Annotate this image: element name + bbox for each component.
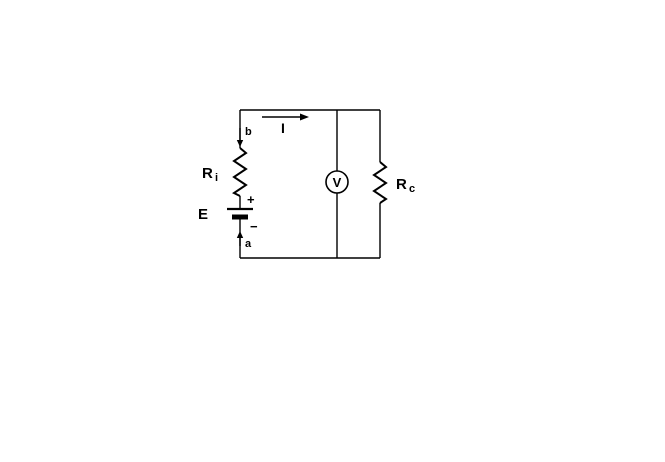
label-current: I	[281, 120, 285, 136]
label-node-a: a	[245, 238, 252, 250]
resistor-rc-zigzag	[372, 161, 388, 204]
current-arrow-head	[300, 113, 309, 121]
node-a-arrow-head	[236, 231, 244, 238]
label-rc-sub: c	[409, 183, 415, 195]
label-rc-main: R	[396, 176, 407, 193]
label-ri-sub: i	[215, 172, 218, 184]
label-emf: E	[198, 206, 208, 223]
label-ri-main: R	[202, 165, 213, 182]
label-voltmeter: V	[333, 175, 342, 190]
label-battery-negative: −	[250, 219, 258, 234]
node-b-arrow-head	[236, 140, 244, 147]
label-node-b: b	[245, 126, 252, 138]
resistor-ri-zigzag	[232, 147, 248, 197]
label-battery-positive: +	[247, 192, 255, 207]
